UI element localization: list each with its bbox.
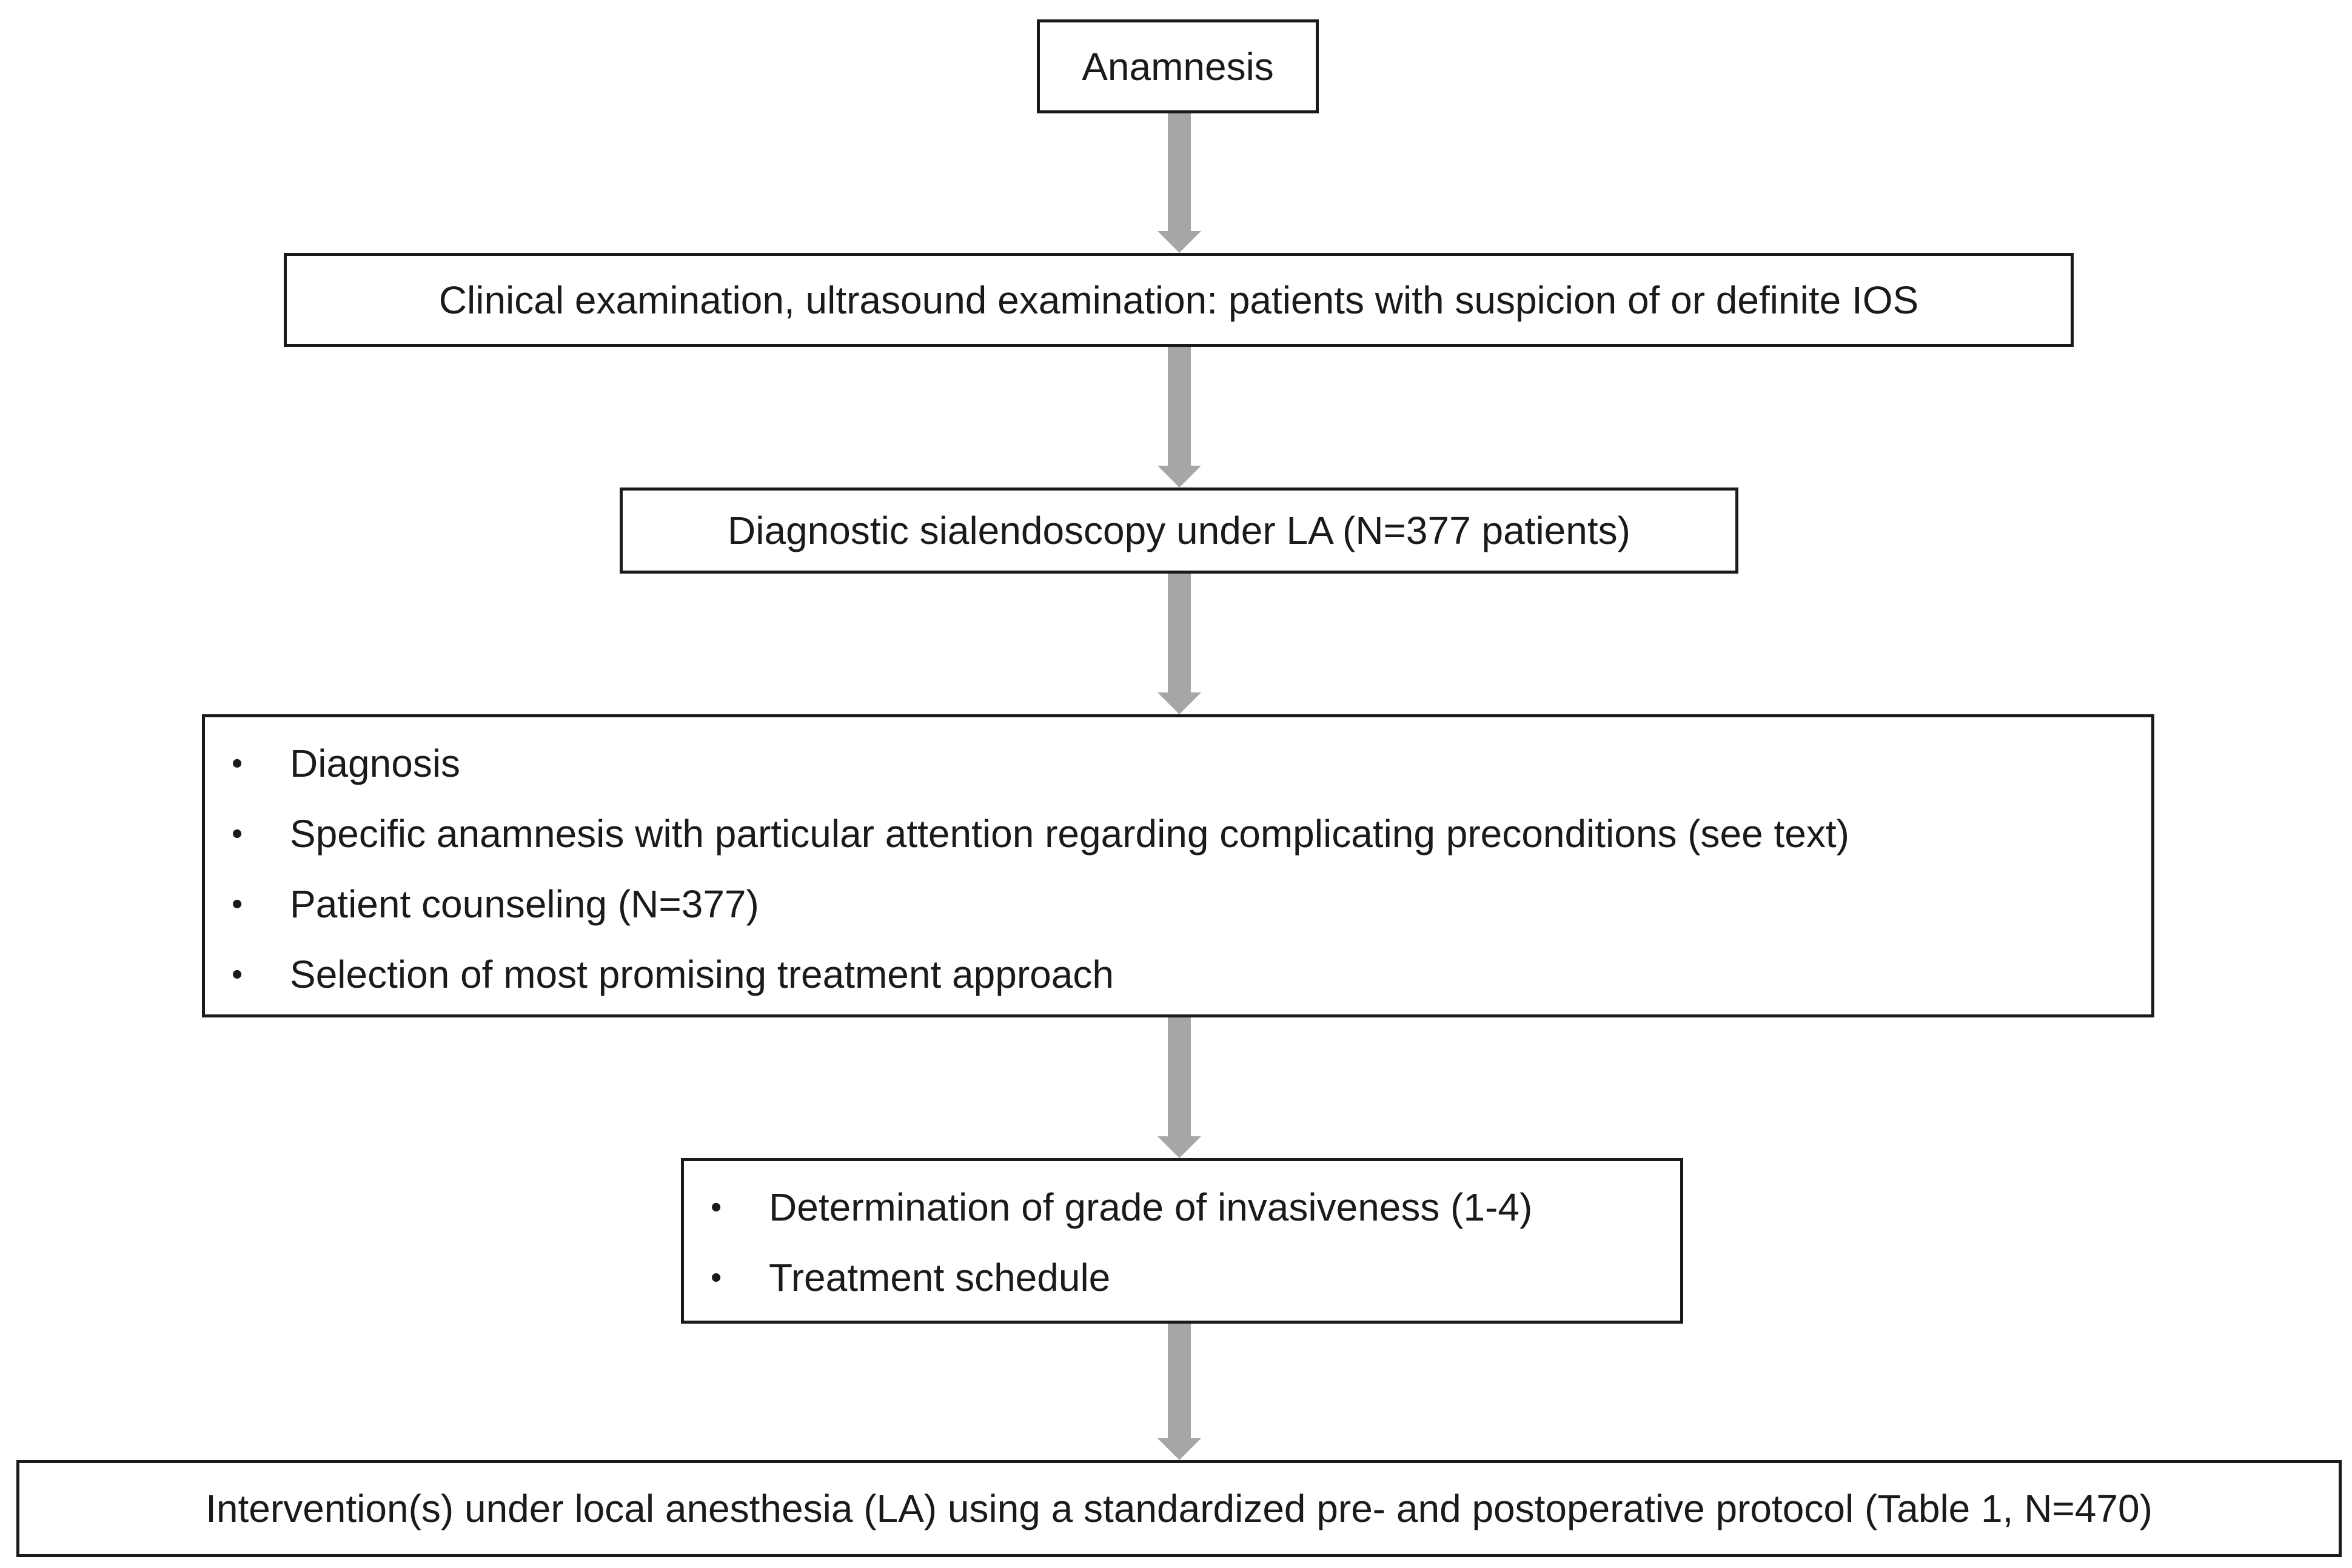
clinical-examination-box: Clinical examination, ultrasound examina… [284,253,2074,347]
flow-arrow-3 [1155,574,1204,714]
bullet-icon: • [711,1190,722,1225]
list-item-text: Diagnosis [290,742,461,785]
flow-arrow-4 [1155,1017,1204,1158]
anamnesis-box: Anamnesis [1037,19,1319,113]
list-item: • Specific anamnesis with particular att… [205,799,2151,869]
list-item-text: Selection of most promising treatment ap… [290,953,1114,996]
grading-box: • Determination of grade of invasiveness… [681,1158,1683,1324]
grading-list: • Determination of grade of invasiveness… [684,1172,1680,1313]
intervention-box: Intervention(s) under local anesthesia (… [16,1460,2342,1557]
list-item: • Patient counseling (N=377) [205,869,2151,939]
bullet-icon: • [232,886,243,922]
list-item-text: Treatment schedule [769,1256,1111,1299]
assessment-box: • Diagnosis • Specific anamnesis with pa… [202,714,2154,1017]
clinical-examination-label: Clinical examination, ultrasound examina… [438,278,1919,322]
assessment-list: • Diagnosis • Specific anamnesis with pa… [205,728,2151,1010]
flow-arrow-1 [1155,113,1204,253]
flow-arrow-2 [1155,347,1204,487]
list-item-text: Patient counseling (N=377) [290,882,759,926]
intervention-label: Intervention(s) under local anesthesia (… [206,1487,2153,1530]
bullet-icon: • [232,957,243,992]
flow-arrow-5 [1155,1324,1204,1460]
bullet-icon: • [711,1260,722,1295]
list-item: • Diagnosis [205,728,2151,799]
diagnostic-sialendoscopy-box: Diagnostic sialendoscopy under LA (N=377… [620,487,1738,574]
list-item: • Selection of most promising treatment … [205,939,2151,1010]
bullet-icon: • [232,816,243,851]
anamnesis-label: Anamnesis [1082,44,1274,89]
list-item: • Determination of grade of invasiveness… [684,1172,1680,1242]
diagnostic-sialendoscopy-label: Diagnostic sialendoscopy under LA (N=377… [728,509,1630,552]
list-item-text: Determination of grade of invasiveness (… [769,1185,1533,1229]
bullet-icon: • [232,746,243,781]
list-item: • Treatment schedule [684,1242,1680,1313]
list-item-text: Specific anamnesis with particular atten… [290,812,1849,856]
